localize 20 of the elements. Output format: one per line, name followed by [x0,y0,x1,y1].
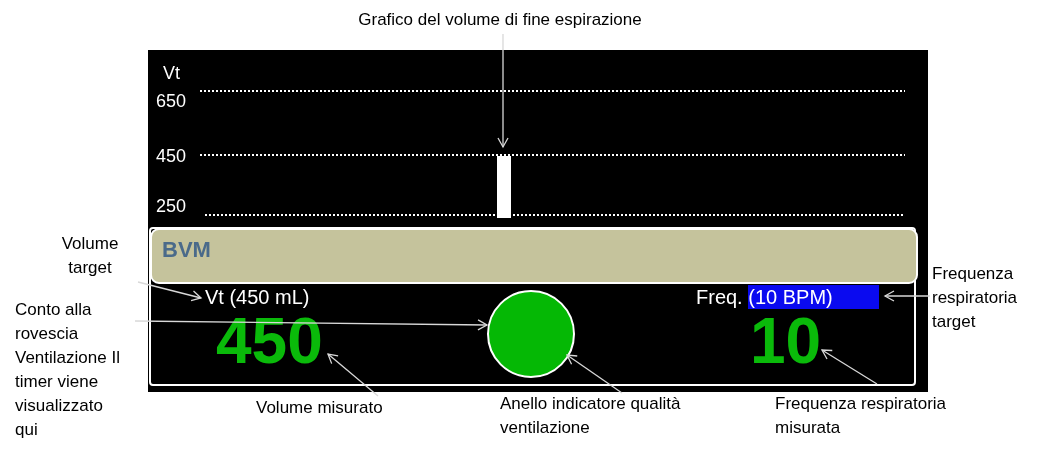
callout-label: Conto alla rovescia Ventilazione Il timer viene visualizzato qui [15,298,123,442]
arrow [134,319,488,331]
axis-title: Vt [163,62,180,84]
callout-label: Frequenza respiratoria misurata [775,392,1005,440]
callout-label: Anello indicatore qualità ventilazione [500,392,682,440]
axis-tick-label: 450 [156,145,187,167]
callout-label: Frequenza respiratoria target [932,262,1042,334]
callout-label: Volume misurato [256,396,383,420]
arrow [137,281,202,302]
volume-bar [497,156,511,218]
callout-label: Grafico del volume di fine espirazione [300,8,700,32]
axis-tick-label: 250 [156,195,187,217]
callout-label: Volume target [45,232,135,280]
arrow [884,290,931,302]
mode-banner: BVM [150,228,918,284]
target-volume-readout: Vt (450 mL) [205,285,310,309]
quality-ring [486,289,576,379]
axis-tick-label: 650 [156,90,187,112]
arrow [821,349,878,385]
arrow [497,33,509,148]
